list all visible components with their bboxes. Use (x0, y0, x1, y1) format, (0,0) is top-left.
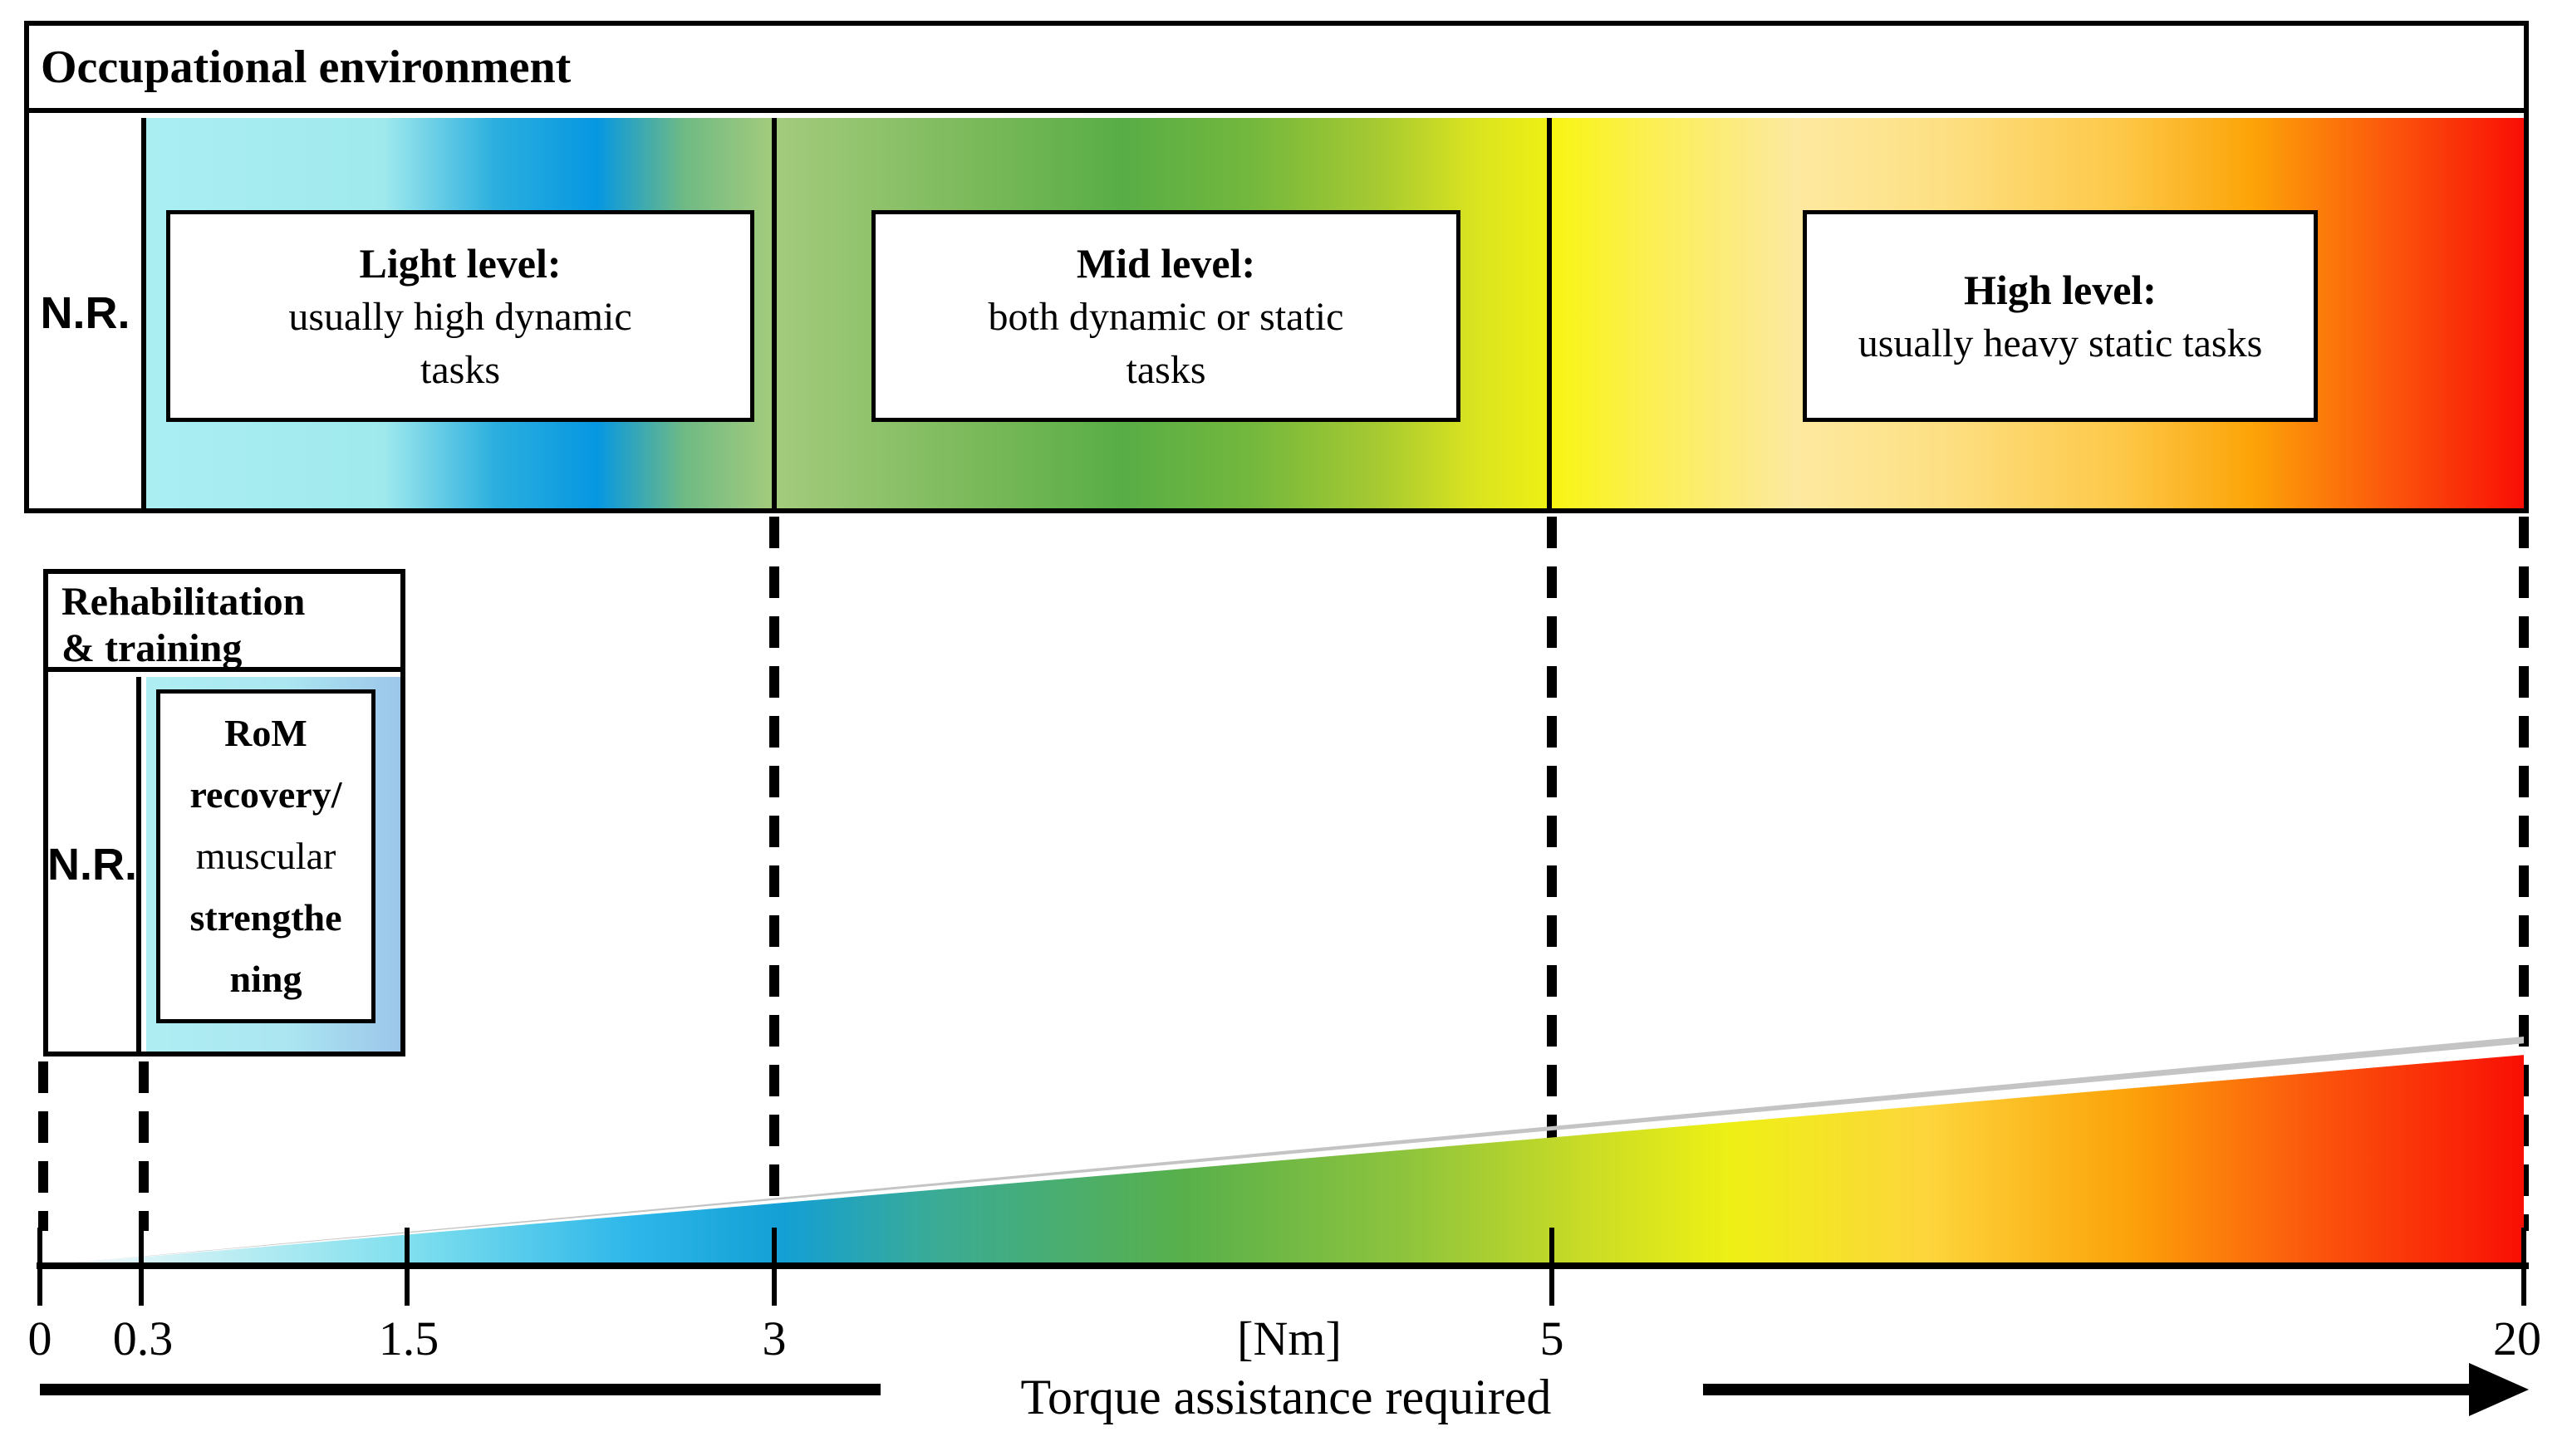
light-level-label-box: Light level: usually high dynamic tasks (166, 210, 754, 422)
tick-label-0-3: 0.3 (112, 1311, 174, 1365)
rehabilitation-title-line1: Rehabilitation (61, 580, 306, 624)
high-level-heading: High level: (1964, 266, 2157, 313)
tick-label-3: 3 (762, 1311, 787, 1365)
rehabilitation-nr-label: N.R. (47, 839, 137, 890)
dashed-line-5nm (1547, 517, 1557, 1231)
light-level-line3: tasks (420, 347, 500, 392)
light-level-heading: Light level: (359, 239, 562, 287)
occupational-nr-cell: N.R. (29, 118, 146, 508)
section-divider-3nm (772, 118, 777, 508)
tick-label-1-5: 1.5 (378, 1311, 439, 1365)
rom-line5: ning (229, 958, 302, 1000)
tick-5nm (1549, 1228, 1554, 1306)
torque-gradient-wedge (40, 1037, 2524, 1266)
dashed-line-0-3nm (139, 1061, 149, 1231)
mid-level-line3: tasks (1126, 347, 1206, 392)
axis-unit-label: [Nm] (1237, 1311, 1342, 1365)
caption-right-arrowhead-icon (2469, 1363, 2529, 1416)
rehabilitation-title-line2: & training (61, 626, 243, 670)
rehabilitation-nr-cell: N.R. (47, 677, 141, 1052)
axis-caption: Torque assistance required (1020, 1370, 1552, 1424)
caption-right-arrow-shaft (1703, 1384, 2476, 1395)
light-level-line2: usually high dynamic (288, 294, 632, 339)
tick-label-20: 20 (2493, 1311, 2541, 1365)
mid-level-line2: both dynamic or static (988, 294, 1344, 339)
tick-0nm (37, 1228, 42, 1306)
caption-left-line (40, 1384, 881, 1395)
high-level-label-box: High level: usually heavy static tasks (1803, 210, 2318, 422)
mid-level-heading: Mid level: (1076, 239, 1256, 287)
rom-line2: recovery/ (189, 773, 342, 816)
dashed-line-3nm (769, 517, 779, 1231)
mid-level-label-box: Mid level: both dynamic or static tasks (871, 210, 1460, 422)
tick-20nm (2521, 1228, 2526, 1306)
dashed-line-20nm (2519, 517, 2529, 1231)
occupational-nr-label: N.R. (40, 288, 130, 338)
dashed-line-0nm (38, 1061, 48, 1231)
tick-label-5: 5 (1539, 1311, 1564, 1365)
tick-1-5nm (405, 1228, 410, 1306)
occupational-title: Occupational environment (41, 41, 572, 93)
rom-line3: muscular (195, 835, 336, 877)
rom-line4: strengthe (189, 896, 342, 939)
occupational-title-row: Occupational environment (29, 26, 2524, 113)
tick-0-3nm (139, 1228, 144, 1306)
rehabilitation-title-row: Rehabilitation & training (48, 574, 400, 672)
section-divider-5nm (1547, 118, 1552, 508)
tick-3nm (772, 1228, 777, 1306)
rom-line1: RoM (224, 712, 307, 754)
rom-recovery-label-box: RoM recovery/ muscular strengthe ning (156, 689, 375, 1023)
torque-axis-line (37, 1262, 2529, 1269)
tick-label-0: 0 (27, 1311, 52, 1365)
high-level-line2: usually heavy static tasks (1858, 321, 2263, 365)
